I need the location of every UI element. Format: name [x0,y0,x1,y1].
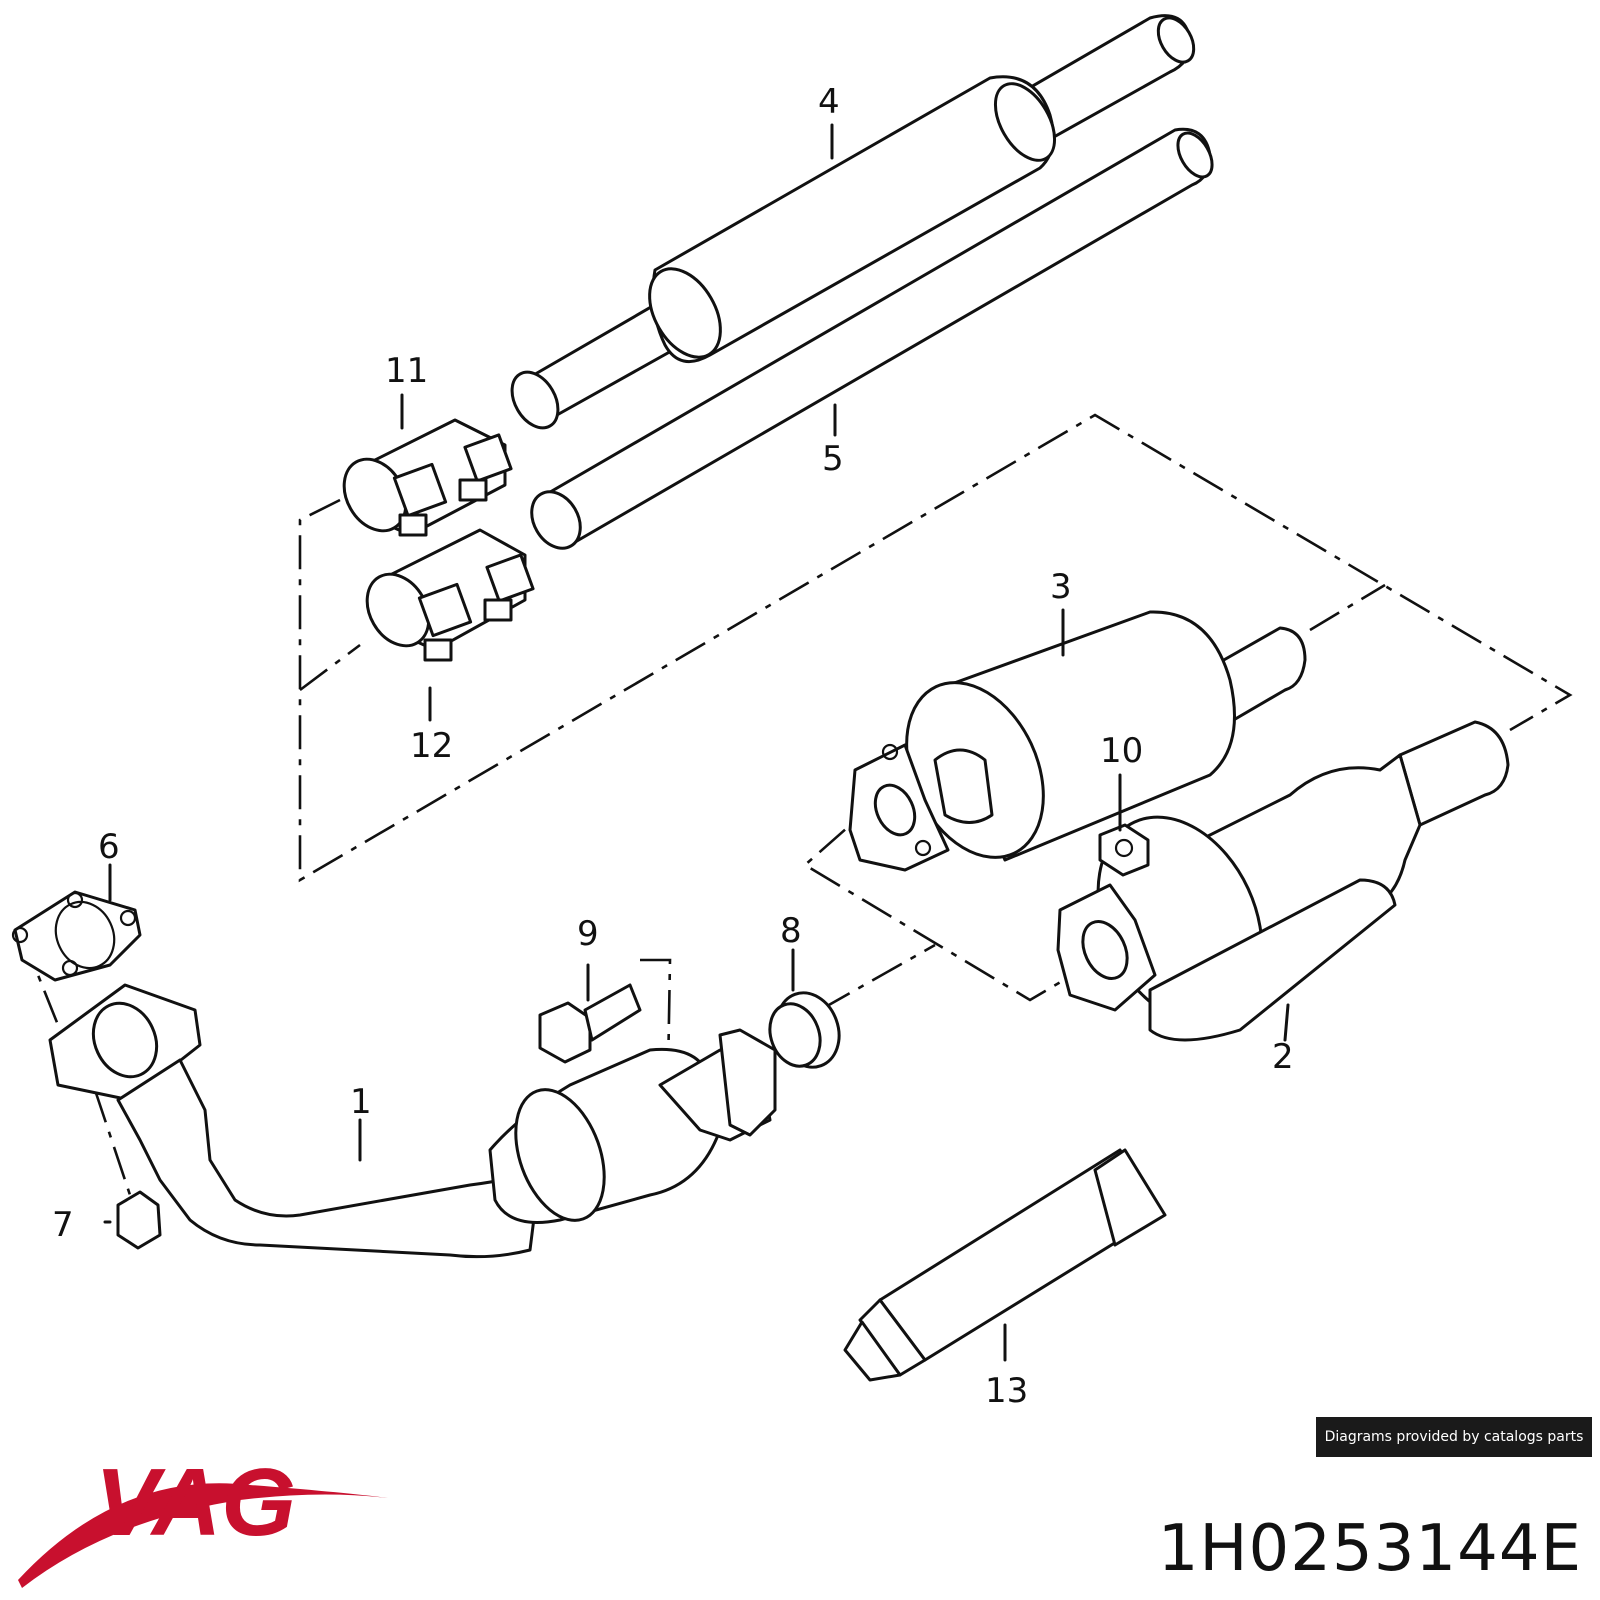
pipe-clamp-11 [342,418,513,537]
logo-text: VAG [95,1449,296,1556]
nut-7 [116,1190,162,1250]
callout-2: 2 [1272,1037,1294,1077]
callout-labels: 1 2 3 4 5 6 7 8 9 10 11 12 13 [52,82,1294,1411]
center-muffler-pipe [510,14,1196,430]
callout-8: 8 [780,911,802,951]
paste-tube-13 [843,1148,1167,1382]
sealing-ring-8 [768,991,841,1069]
callout-1: 1 [350,1082,372,1122]
logo-swoosh [18,1483,388,1588]
part-number: 1H0253144E [1157,1512,1582,1586]
callout-9: 9 [577,914,599,954]
callout-10: 10 [1100,731,1143,771]
bolt-9 [538,983,642,1064]
callout-4: 4 [818,82,840,122]
callout-12: 12 [410,726,453,766]
callout-6: 6 [98,827,120,867]
callout-11: 11 [385,351,428,391]
gasket-6 [11,890,142,982]
leader-lines [103,123,1290,1362]
brand-logo: VAG [18,1449,388,1588]
pipe-clamp-12 [365,528,535,662]
credit-banner: Diagrams provided by catalogs parts [1316,1417,1592,1457]
flange-lower [1056,883,1157,1012]
callout-13: 13 [985,1371,1028,1411]
flange-upper [848,743,950,872]
intermediate-pipe [530,127,1214,550]
callout-3: 3 [1050,567,1072,607]
catalytic-converter-3 [905,610,1307,862]
callout-5: 5 [822,439,844,479]
nut-10 [1098,823,1150,877]
front-exhaust-pipe-1 [48,983,777,1259]
callout-7: 7 [52,1205,74,1245]
